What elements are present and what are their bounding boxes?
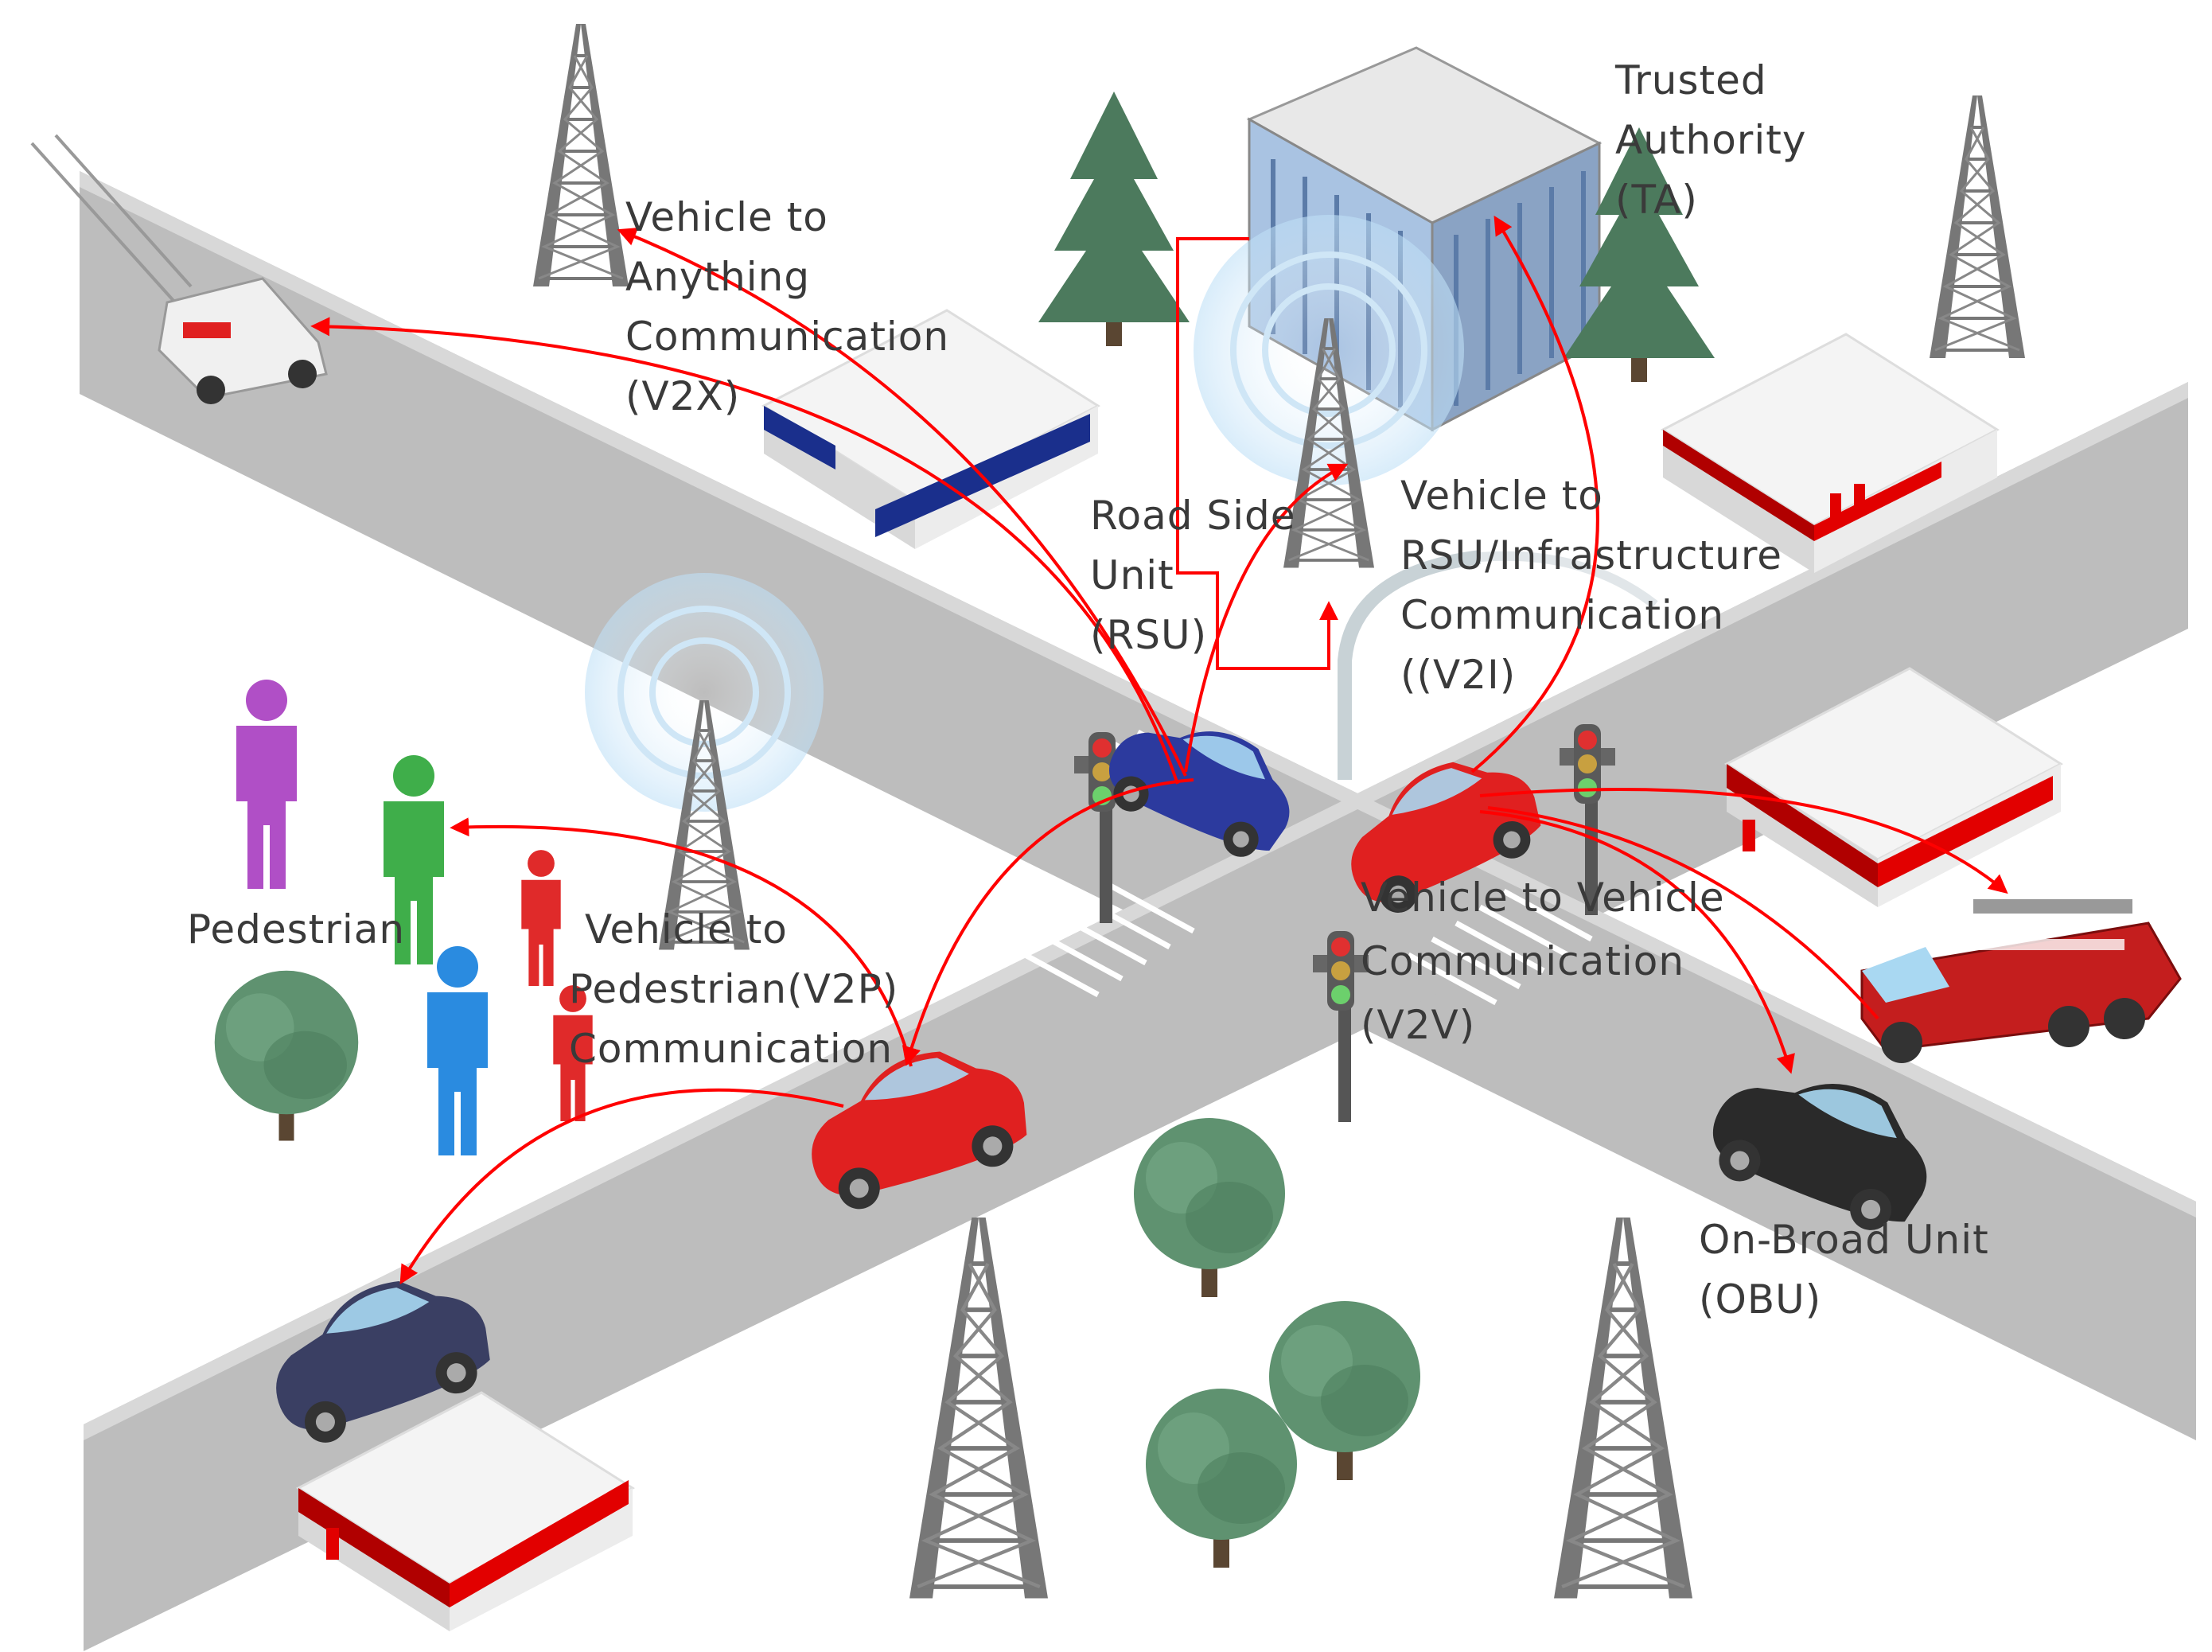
label-ta-line3: (TA) <box>1615 177 1698 223</box>
label-ta-line1: Trusted <box>1614 57 1767 103</box>
label-v2i-line4: ((V2I) <box>1400 652 1516 698</box>
pine-tree-icon <box>1038 92 1190 346</box>
link-v2x-ambulance <box>310 317 1179 785</box>
tree-icon <box>214 970 359 1141</box>
label-v2i-line1: Vehicle to <box>1400 473 1603 519</box>
road-southwest-northeast <box>84 382 2188 1651</box>
fire-truck-icon <box>1860 899 2182 1063</box>
label-ta-line2: Authority <box>1615 117 1806 163</box>
label-rsu-line1: Road Side <box>1090 493 1296 539</box>
label-v2i: Vehicle to RSU/Infrastructure Communicat… <box>1400 473 1782 698</box>
tree-icon <box>1146 1389 1297 1568</box>
link-v2v-firetruck-shop <box>1479 788 2008 894</box>
label-v2i-line3: Communication <box>1400 592 1724 638</box>
label-rsu: Road Side Unit (RSU) <box>1090 493 1296 658</box>
label-pedestrian: Pedestrian <box>187 906 405 953</box>
label-v2x-line3: Communication <box>625 314 949 360</box>
label-v2v-line1: Vehicle to Vehicle <box>1361 875 1725 921</box>
link-v2v-firetruck <box>1487 806 1879 1020</box>
link-v2v-dark <box>399 1088 844 1285</box>
street-lamp-icon <box>1338 550 1658 780</box>
label-v2x-line2: Anything <box>625 254 810 300</box>
link-v2i-rsu <box>1184 463 1349 773</box>
label-rsu-line3: (RSU) <box>1090 612 1207 658</box>
label-obu-line1: On-Broad Unit <box>1699 1217 1989 1263</box>
label-v2v: Vehicle to Vehicle Communication (V2V) <box>1361 875 1725 1048</box>
tower-icon <box>1554 1218 1692 1599</box>
label-v2x: Vehicle to Anything Communication (V2X) <box>625 194 949 419</box>
link-v2x-tower <box>617 228 1187 777</box>
link-blue-to-red <box>902 778 1194 1066</box>
communication-links <box>310 215 2008 1285</box>
rsu-tower-icon <box>1194 215 1464 570</box>
label-v2x-line1: Vehicle to <box>625 194 828 240</box>
label-v2p-line2: Pedestrian(V2P) <box>569 966 898 1012</box>
label-obu-line2: (OBU) <box>1699 1276 1821 1323</box>
tower-icon <box>1928 94 2027 360</box>
link-v2v-obu <box>1479 810 1795 1074</box>
label-rsu-line2: Unit <box>1090 552 1174 598</box>
label-v2p-line3: Communication <box>569 1026 893 1072</box>
tower-icon <box>532 22 630 288</box>
signal-wave-icon <box>585 573 824 952</box>
label-ta: Trusted Authority (TA) <box>1614 57 1806 223</box>
link-rsu-ta <box>1176 237 1338 670</box>
label-v2v-line2: Communication <box>1361 938 1684 984</box>
shop-building-right-lower <box>1725 667 2062 909</box>
link-v2p <box>450 817 913 1067</box>
label-v2p-line1: Vehicle to <box>585 906 788 953</box>
shop-building-right <box>1661 333 1999 575</box>
tower-icon <box>909 1218 1048 1599</box>
label-v2v-line3: (V2V) <box>1361 1002 1475 1048</box>
label-v2i-line2: RSU/Infrastructure <box>1400 532 1782 579</box>
ambulance-icon <box>30 134 328 404</box>
link-v2i-ta <box>1470 215 1599 773</box>
label-obu: On-Broad Unit (OBU) <box>1699 1217 1989 1323</box>
label-v2p: Vehicle to Pedestrian(V2P) Communication <box>569 906 898 1072</box>
tree-icon <box>1134 1118 1285 1297</box>
label-v2x-line4: (V2X) <box>625 373 740 419</box>
shop-building-bottom <box>297 1391 634 1633</box>
